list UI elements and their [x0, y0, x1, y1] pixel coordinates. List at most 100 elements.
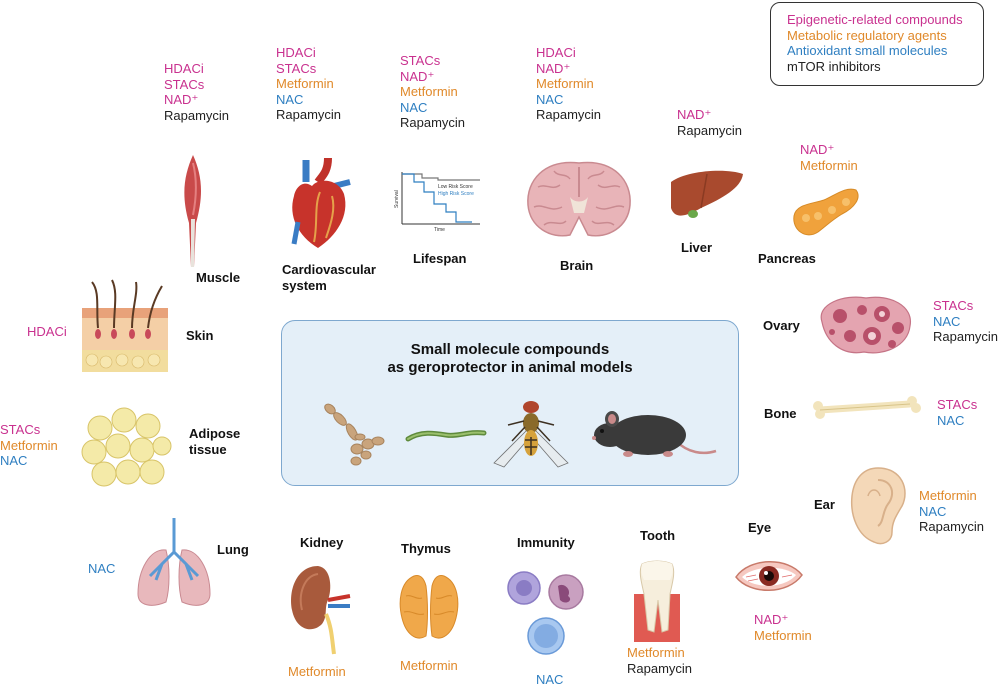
compound-stacs: STACs	[164, 76, 205, 92]
compound-rapamycin: Rapamycin	[677, 122, 743, 138]
legend-box: Epigenetic-related compounds Metabolic r…	[770, 2, 984, 86]
legend-epigenetic: Epigenetic-related compounds	[787, 12, 963, 27]
lung-illustration	[137, 518, 211, 606]
compound-rapamycin: Rapamycin	[276, 107, 342, 122]
compound-hdaci: HDACi	[164, 61, 204, 76]
compound-nac: NAC	[400, 99, 428, 115]
lifespan-label: Lifespan	[413, 251, 467, 266]
compound-rapamycin: Rapamycin	[933, 329, 999, 344]
mouse-illustration	[592, 411, 717, 457]
ear-label: Ear	[814, 497, 835, 512]
compound-nad: NAD⁺	[400, 68, 435, 84]
compound-rapamycin: Rapamycin	[627, 660, 693, 676]
compound-nac: NAC	[933, 313, 961, 329]
compound-nac: NAC	[0, 453, 28, 468]
compound-metformin: Metformin	[276, 76, 334, 91]
eye-compounds: NAD⁺ Metformin	[754, 612, 812, 643]
compound-nad: NAD⁺	[677, 107, 712, 122]
immune-cells-illustration	[507, 571, 584, 655]
muscle-label: Muscle	[196, 270, 241, 285]
compound-nad: NAD⁺	[754, 612, 789, 627]
pancreas-illustration	[793, 188, 859, 236]
eye-label: Eye	[748, 520, 772, 535]
heart-illustration	[291, 157, 351, 248]
skin-label: Skin	[186, 328, 214, 343]
muscle-illustration	[184, 155, 202, 267]
legend-mtor: mTOR inhibitors	[787, 58, 881, 74]
fly-illustration	[493, 401, 569, 468]
worm-illustration	[405, 430, 487, 442]
compound-nac: NAC	[937, 412, 965, 428]
bone-compounds: STACs NAC	[937, 397, 977, 428]
center-title: Small molecule compounds as geroprotecto…	[282, 341, 738, 377]
compound-metformin: Metformin	[919, 488, 977, 503]
compound-metformin: Metformin	[400, 658, 458, 673]
thymus-illustration	[399, 575, 459, 639]
yeast-illustration	[324, 403, 385, 466]
lung-label: Lung	[217, 542, 249, 557]
skin-illustration	[82, 279, 168, 372]
pancreas-compounds: NAD⁺ Metformin	[800, 142, 858, 173]
lifespan-compounds: STACs NAD⁺ Metformin NAC Rapamycin	[400, 53, 465, 131]
liver-label: Liver	[681, 240, 713, 255]
adipose-compounds: STACs Metformin NAC	[0, 422, 58, 469]
ovary-illustration	[820, 296, 911, 354]
tooth-compounds: Metformin Rapamycin	[627, 645, 692, 676]
adipose-label-line1: Adipose	[189, 426, 241, 441]
bone-label: Bone	[764, 406, 797, 421]
kidney-compounds: Metformin	[288, 664, 346, 680]
compound-stacs: STACs	[933, 298, 974, 313]
muscle-compounds: HDACi STACs NAD⁺ Rapamycin	[164, 61, 229, 123]
ovary-compounds: STACs NAC Rapamycin	[933, 298, 998, 345]
compound-stacs: STACs	[937, 397, 978, 412]
compound-metformin: Metformin	[536, 76, 594, 91]
liver-illustration	[671, 170, 743, 218]
compound-metformin: Metformin	[0, 437, 58, 453]
center-title-line1: Small molecule compounds	[410, 341, 610, 358]
immunity-compounds: NAC	[536, 672, 563, 688]
survival-xlabel: Time	[434, 227, 445, 233]
ovary-label: Ovary	[763, 318, 800, 333]
compound-metformin: Metformin	[288, 664, 346, 679]
compound-nac: NAC	[536, 91, 564, 107]
compound-metformin: Metformin	[754, 627, 812, 643]
kidney-illustration	[291, 566, 351, 655]
survival-legend-low: Low Risk Score	[438, 184, 473, 190]
brain-illustration	[527, 161, 631, 237]
survival-legend-high: High Risk Score	[438, 191, 474, 197]
compound-stacs: STACs	[276, 60, 317, 76]
cardio-compounds: HDACi STACs Metformin NAC Rapamycin	[276, 45, 341, 123]
lung-compounds: NAC	[88, 561, 115, 577]
compound-metformin: Metformin	[400, 84, 458, 99]
compound-metformin: Metformin	[800, 157, 858, 173]
survival-ylabel: Survival	[394, 190, 400, 208]
adipose-label-line2: tissue	[189, 442, 227, 457]
pancreas-label: Pancreas	[758, 251, 816, 266]
compound-hdaci: HDACi	[536, 45, 576, 60]
compound-nac: NAC	[276, 91, 304, 107]
compound-nac: NAC	[88, 561, 116, 576]
liver-compounds: NAD⁺ Rapamycin	[677, 107, 742, 138]
adipose-illustration	[81, 407, 172, 487]
thymus-label: Thymus	[401, 541, 451, 556]
center-title-line2: as geroprotector in animal models	[387, 359, 633, 376]
compound-rapamycin: Rapamycin	[536, 107, 602, 122]
compound-rapamycin: Rapamycin	[919, 519, 985, 534]
kidney-label: Kidney	[300, 535, 344, 550]
tooth-label: Tooth	[640, 528, 676, 543]
legend-antioxidant: Antioxidant small molecules	[787, 43, 948, 59]
compound-nad: NAD⁺	[164, 92, 199, 107]
compound-rapamycin: Rapamycin	[164, 107, 230, 123]
compound-metformin: Metformin	[627, 645, 685, 660]
skin-compounds: HDACi	[27, 324, 67, 340]
compound-nac: NAC	[919, 503, 947, 519]
bone-illustration	[813, 396, 921, 419]
compound-hdaci: HDACi	[27, 324, 67, 339]
cardio-label-line2: system	[282, 278, 327, 293]
compound-nad: NAD⁺	[536, 60, 571, 76]
compound-stacs: STACs	[0, 422, 41, 437]
compound-nad: NAD⁺	[800, 142, 835, 157]
immunity-label: Immunity	[517, 535, 575, 550]
tooth-illustration	[634, 560, 680, 642]
compound-nac: NAC	[536, 672, 564, 687]
